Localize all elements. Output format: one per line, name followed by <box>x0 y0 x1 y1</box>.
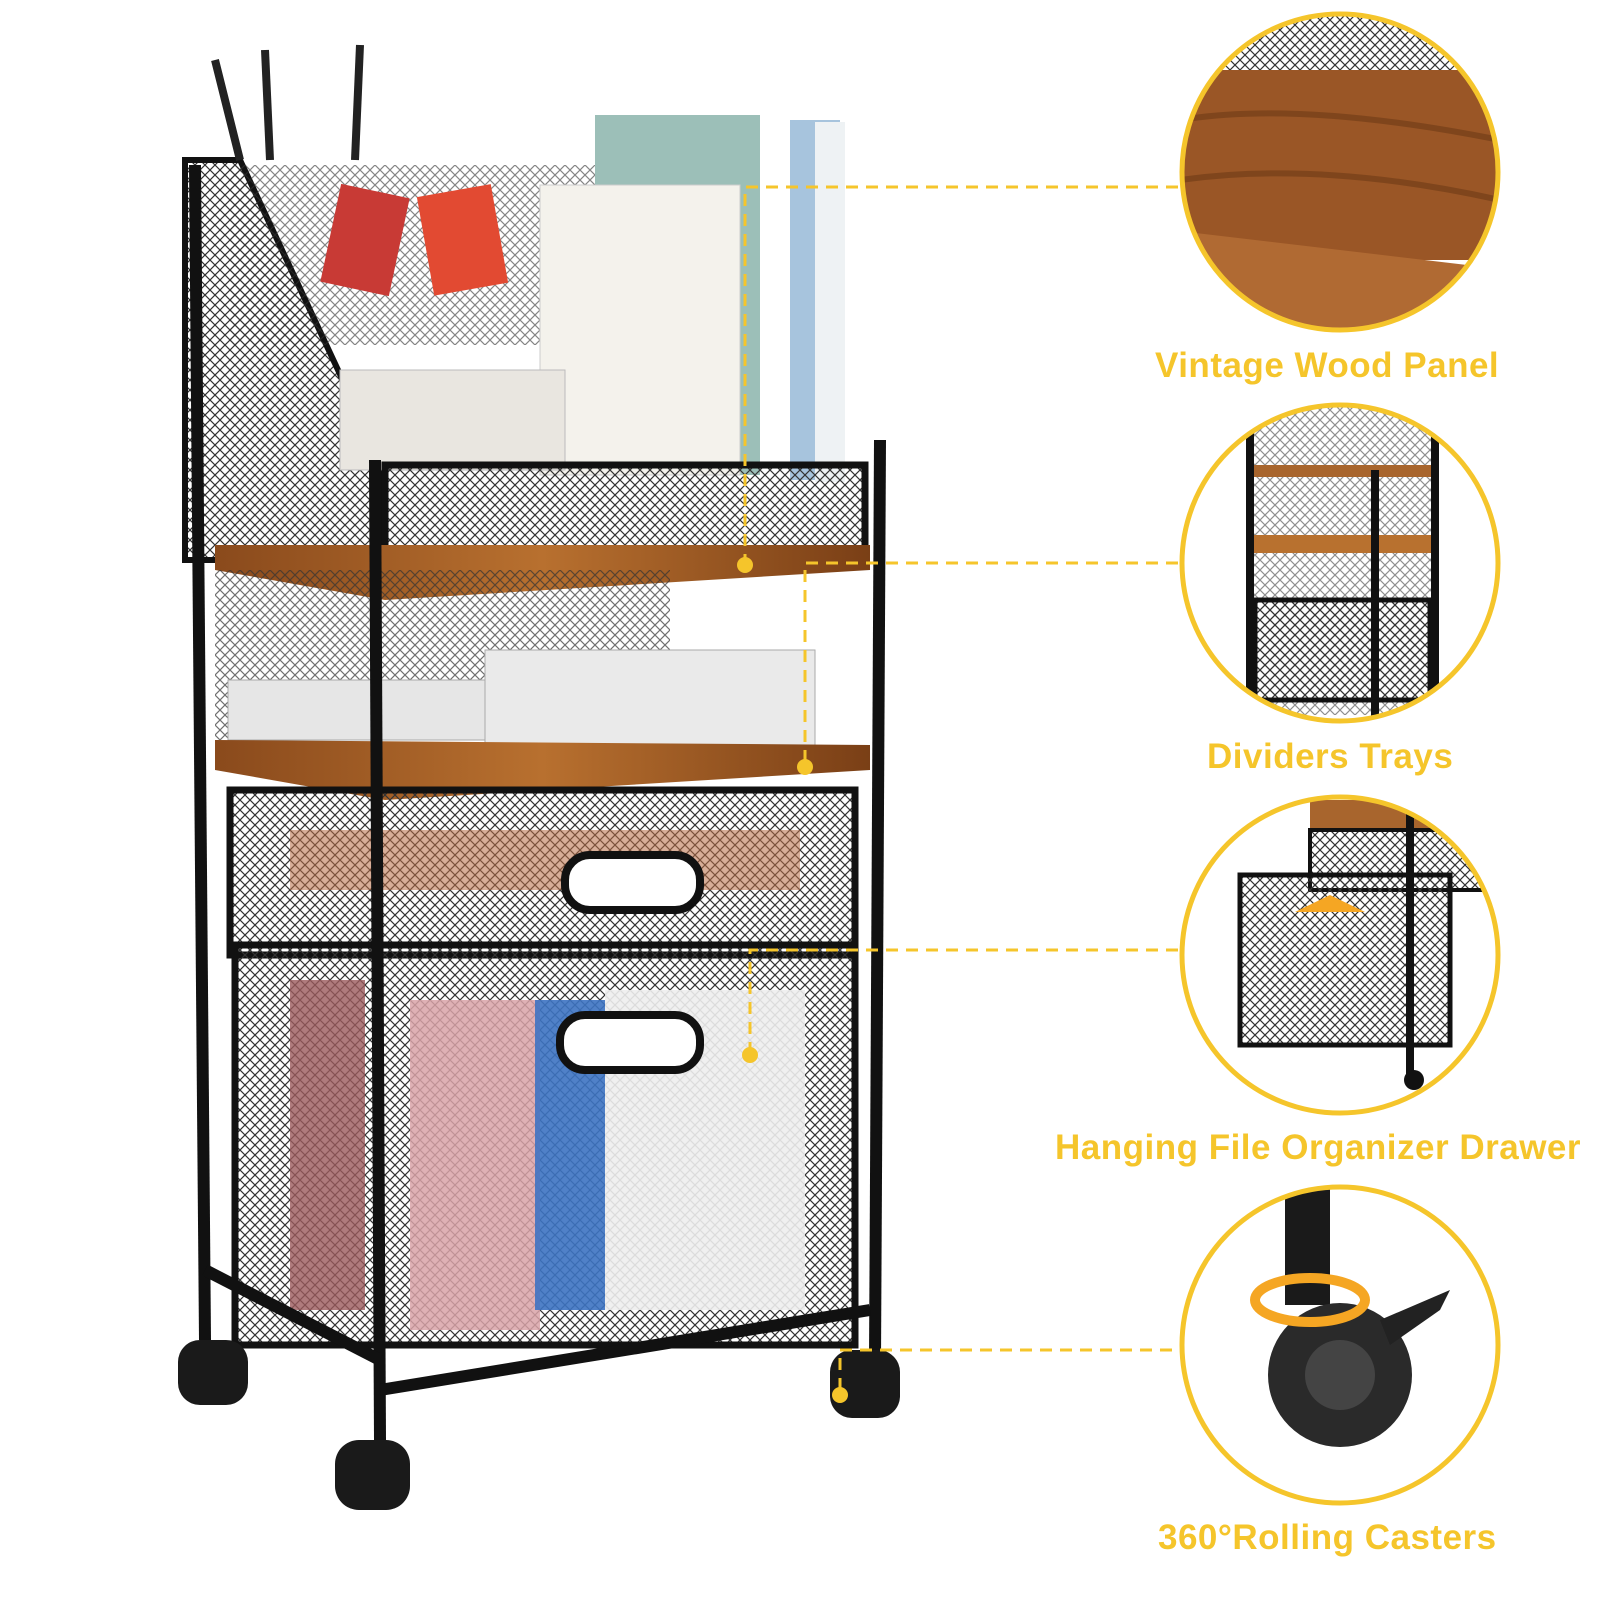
connector-lines <box>743 185 1178 1395</box>
feature-label-casters: 360°Rolling Casters <box>1158 1518 1497 1557</box>
divider-trays-closeup <box>1179 402 1501 724</box>
file-drawer-closeup <box>1179 794 1501 1116</box>
feature-label-file-drawer: Hanging File Organizer Drawer <box>1055 1128 1581 1167</box>
rolling-cart <box>178 44 900 1510</box>
feature-label-divider-trays: Dividers Trays <box>1207 737 1454 776</box>
feature-label-wood-panel: Vintage Wood Panel <box>1155 346 1500 385</box>
caster-wheel-closeup <box>1179 1184 1501 1506</box>
wood-panel-closeup <box>1179 11 1501 333</box>
connector-dots <box>737 557 848 1403</box>
